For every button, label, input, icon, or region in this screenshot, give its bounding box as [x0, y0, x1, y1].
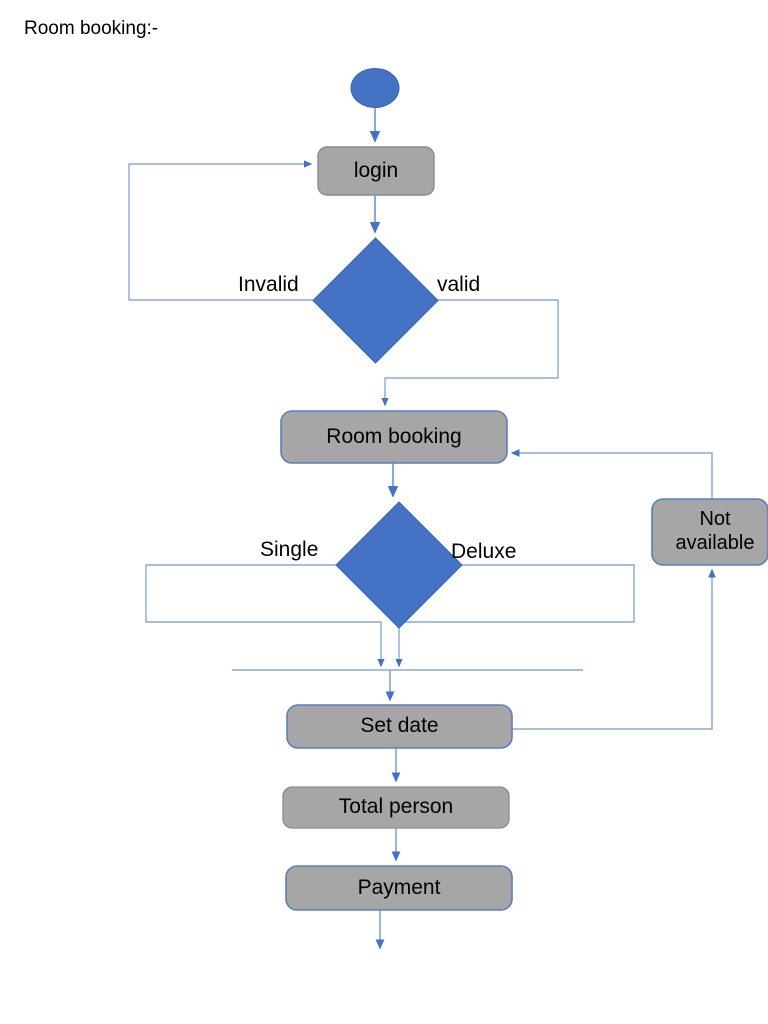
- edge-label-deluxe: Deluxe: [451, 540, 517, 563]
- edge-label-single: Single: [260, 538, 319, 561]
- edge-set-date-to-not-available: [512, 568, 716, 730]
- edge-room-type-deluxe-to-merge: [395, 564, 635, 668]
- node-total-person[interactable]: [282, 786, 510, 829]
- node-auth-decision[interactable]: [312, 237, 439, 364]
- node-set-date[interactable]: [286, 704, 513, 749]
- node-not-available[interactable]: [651, 498, 768, 566]
- edge-label-invalid: Invalid: [238, 273, 299, 296]
- edge-auth-invalid-to-login: [128, 160, 313, 301]
- node-room-type-decision[interactable]: [335, 501, 463, 629]
- node-room-booking[interactable]: [280, 410, 508, 464]
- edge-room-type-single-to-merge: [145, 564, 385, 668]
- node-start[interactable]: [350, 68, 400, 108]
- edge-label-valid: valid: [437, 273, 481, 296]
- node-login[interactable]: [317, 146, 435, 196]
- page-title: Room booking:-: [24, 18, 159, 39]
- edge-not-available-to-room-booking: [510, 449, 713, 499]
- node-payment[interactable]: [285, 865, 513, 911]
- edge-auth-valid-to-room-booking: [381, 299, 559, 407]
